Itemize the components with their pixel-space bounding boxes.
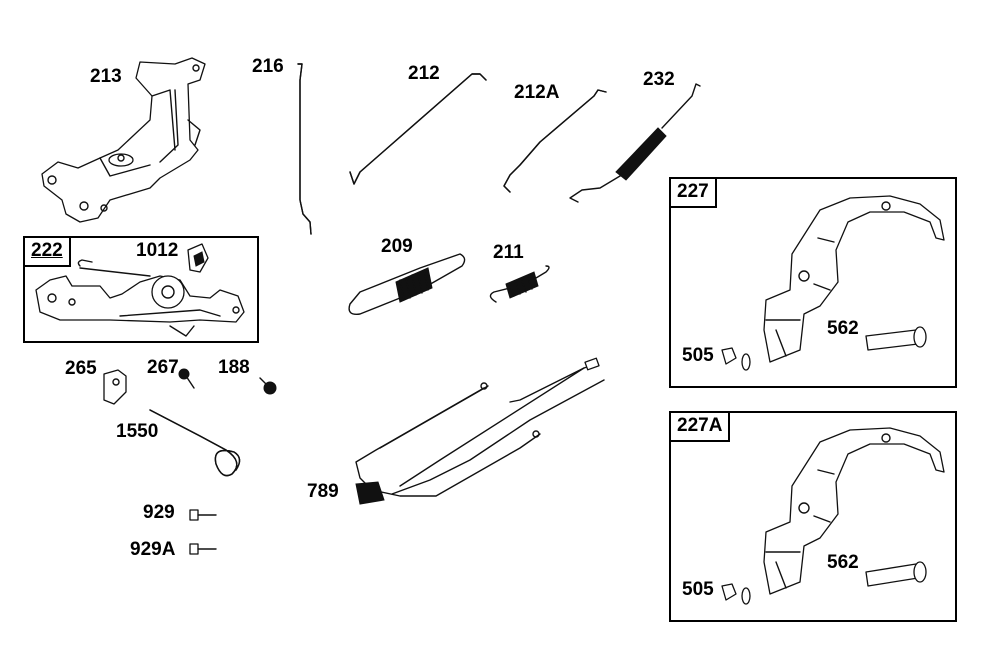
part-209-spring [348, 253, 466, 315]
label-188: 188 [218, 357, 250, 378]
label-929A: 929A [130, 539, 176, 560]
box-222: 222 [23, 236, 259, 343]
label-209: 209 [381, 236, 413, 257]
box-227A-tag: 227A [671, 413, 731, 442]
part-227A-brake-bracket [721, 427, 945, 605]
label-1012: 1012 [136, 240, 179, 261]
part-789-wire-harness [355, 357, 605, 505]
box-227A: 227A [669, 411, 957, 622]
label-213: 213 [90, 66, 122, 87]
label-789: 789 [307, 481, 339, 502]
label-267: 267 [147, 357, 179, 378]
part-222-governor-assembly [35, 243, 245, 337]
part-216-rod [297, 63, 312, 235]
label-227A-505: 505 [682, 579, 714, 600]
part-929-bolt [189, 509, 217, 521]
part-929A-bolt [189, 543, 217, 555]
label-212: 212 [408, 63, 440, 84]
label-216: 216 [252, 56, 284, 77]
box-222-tag: 222 [25, 238, 71, 267]
label-211: 211 [493, 242, 524, 263]
box-227: 227 [669, 177, 957, 388]
part-232-spring [569, 83, 701, 203]
box-227-tag: 227 [671, 179, 717, 208]
label-929: 929 [143, 502, 175, 523]
part-212A-link [503, 89, 607, 193]
label-227-562: 562 [827, 318, 859, 339]
part-212-rod [349, 73, 487, 185]
label-227-505: 505 [682, 345, 714, 366]
part-267-screw [178, 368, 195, 389]
part-265-clip [103, 369, 127, 405]
label-1550: 1550 [116, 421, 159, 442]
label-212A: 212A [514, 82, 560, 103]
label-227A-562: 562 [827, 552, 859, 573]
label-265: 265 [65, 358, 97, 379]
part-213-control-bracket [41, 57, 206, 223]
label-232: 232 [643, 69, 675, 90]
part-188-screw [259, 377, 277, 395]
part-227-brake-bracket [721, 195, 945, 371]
part-1550-spring-wire [149, 409, 241, 477]
part-211-spring [489, 265, 550, 303]
